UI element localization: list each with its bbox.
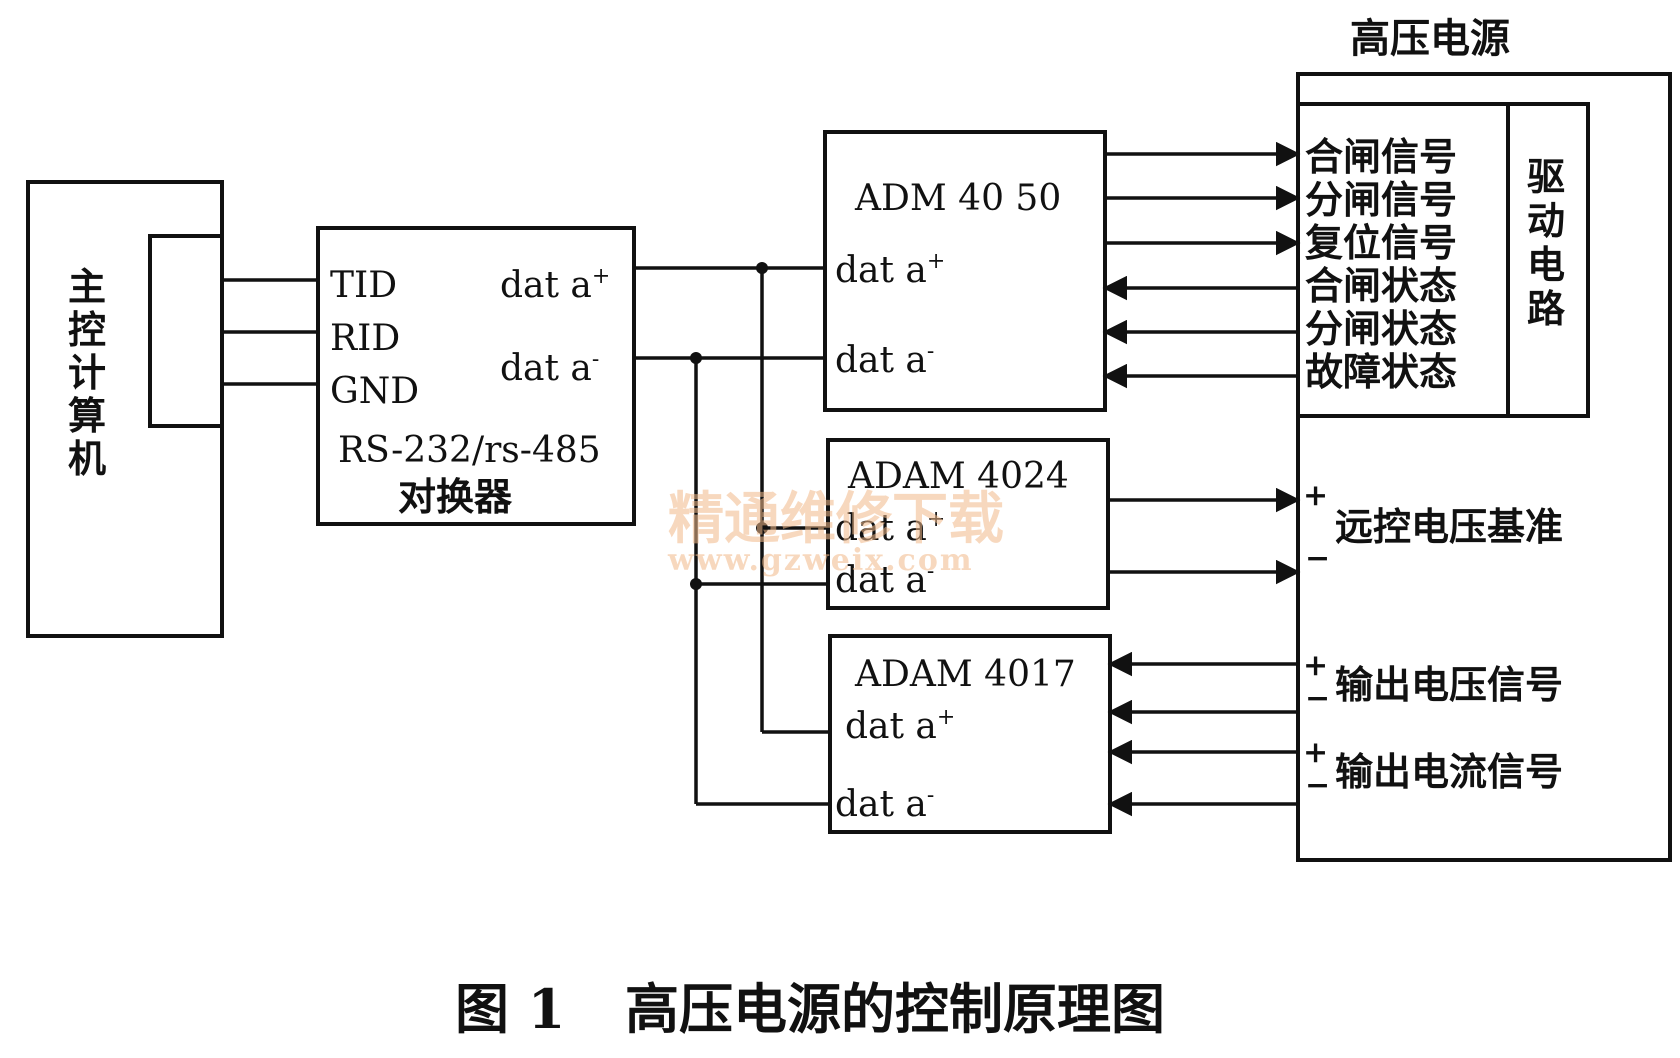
remote-ref-label: 远控电压基准 — [1335, 504, 1563, 549]
converter-data-minus: dat a- — [500, 347, 599, 389]
watermark-url: www.gzweix.com — [667, 543, 974, 578]
module-adm4050-minus-sup: - — [927, 339, 934, 364]
converter-name: RS-232/rs-485 — [338, 430, 601, 471]
signal-close: 合闸信号 — [1305, 134, 1457, 179]
junction-minus-4024 — [690, 578, 702, 590]
module-adam4024-box — [826, 438, 1110, 610]
adam4024-output-arrows — [1108, 487, 1301, 585]
drive-circuit-char-4: 路 — [1527, 286, 1566, 331]
pin-rid: RID — [330, 318, 400, 359]
host-computer-box — [26, 180, 224, 638]
signal-reset: 复位信号 — [1305, 220, 1457, 265]
rs232-rs485-converter: TID RID GND dat a+ dat a- RS-232/rs-485 … — [316, 226, 636, 526]
module-adam4017-data-plus: dat a+ — [845, 705, 955, 747]
module-adam4024-name: ADAM 4024 — [847, 456, 1069, 497]
host-computer: 主 控 计 算 机 — [26, 180, 224, 638]
out-current-minus: − — [1305, 768, 1330, 803]
output-current-label: 输出电流信号 — [1335, 749, 1563, 794]
module-adam4024-data-plus: dat a+ — [835, 507, 945, 549]
module-adm4050: ADM 40 50 dat a+ dat a- — [823, 130, 1107, 412]
drive-circuit-box — [1506, 102, 1590, 418]
module-adam4024: ADAM 4024 dat a+ dat a- — [826, 438, 1110, 610]
pin-gnd: GND — [330, 371, 419, 412]
drive-circuit-char-3: 电 — [1527, 242, 1565, 287]
module-adam4024-data-minus: dat a- — [835, 559, 934, 601]
out-voltage-plus: + — [1303, 648, 1328, 683]
status-opened: 分闸状态 — [1305, 306, 1457, 351]
host-serial-wires — [222, 278, 318, 386]
status-closed: 合闸状态 — [1305, 263, 1457, 308]
module-adam4024-minus-sup: - — [927, 559, 934, 584]
module-adam4017-plus-sup: + — [937, 705, 955, 730]
remote-ref-minus: − — [1305, 541, 1330, 576]
drive-circuit-char-1: 驱 — [1527, 154, 1565, 199]
adm4050-signal-arrows — [1102, 141, 1301, 389]
module-adm4050-plus-sup: + — [927, 249, 945, 274]
converter-name-cn: 对换器 — [398, 474, 513, 519]
watermark-text: 精通维修下载 — [668, 486, 1004, 552]
module-adm4050-data-minus: dat a- — [835, 339, 934, 381]
caption-title: 高压电源的控制原理图 — [625, 977, 1165, 1041]
converter-data-minus-sup: - — [592, 347, 599, 372]
host-char-1: 主 — [68, 264, 106, 309]
signal-open: 分闸信号 — [1305, 177, 1457, 222]
converter-data-minus-label: dat a — [500, 348, 592, 389]
power-supply-box — [1296, 72, 1672, 862]
module-adam4017-plus-label: dat a — [845, 706, 937, 747]
rs485-bus — [634, 262, 830, 806]
module-adm4050-plus-label: dat a — [835, 250, 927, 291]
host-computer-label: 主 控 计 算 机 — [68, 264, 106, 481]
module-adam4024-minus-label: dat a — [835, 560, 927, 601]
host-char-3: 计 — [68, 350, 106, 395]
module-adam4017-name: ADAM 4017 — [854, 654, 1076, 695]
converter-data-plus-sup: + — [592, 264, 610, 289]
adam4017-input-arrows — [1107, 651, 1298, 817]
host-char-4: 算 — [68, 393, 106, 438]
drive-circuit-char-2: 动 — [1527, 198, 1565, 243]
host-char-2: 控 — [68, 307, 106, 352]
module-adm4050-name: ADM 40 50 — [854, 178, 1061, 219]
high-voltage-power-supply: 高压电源 驱 动 电 路 合闸信号 分闸信号 复位信号 合闸状态 分闸状态 故障… — [1296, 15, 1672, 862]
host-char-5: 机 — [68, 436, 106, 481]
out-voltage-minus: − — [1305, 681, 1330, 716]
junction-minus — [690, 352, 702, 364]
out-current-plus: + — [1303, 735, 1328, 770]
output-voltage-label: 输出电压信号 — [1335, 662, 1563, 707]
module-adam4017: ADAM 4017 dat a+ dat a- — [828, 634, 1112, 834]
status-fault: 故障状态 — [1305, 349, 1457, 394]
power-supply-title: 高压电源 — [1350, 15, 1510, 62]
module-adm4050-box — [823, 130, 1107, 412]
watermark: 精通维修下载 www.gzweix.com — [667, 486, 1004, 578]
module-adam4017-box — [828, 634, 1112, 834]
converter-box — [316, 226, 636, 526]
converter-data-plus-label: dat a — [500, 265, 592, 306]
converter-data-plus: dat a+ — [500, 264, 610, 306]
caption-figure: 图 1 — [455, 977, 565, 1041]
figure-caption: 图 1 高压电源的控制原理图 — [455, 977, 1165, 1041]
module-adam4017-minus-label: dat a — [835, 784, 927, 825]
pin-tid: TID — [330, 265, 397, 306]
junction-plus-4024 — [756, 522, 768, 534]
module-adam4017-data-minus: dat a- — [835, 783, 934, 825]
module-adam4024-plus-label: dat a — [835, 508, 927, 549]
module-adam4024-plus-sup: + — [927, 507, 945, 532]
module-adm4050-data-plus: dat a+ — [835, 249, 945, 291]
junction-plus — [756, 262, 768, 274]
module-adm4050-minus-label: dat a — [835, 340, 927, 381]
serial-port — [148, 234, 224, 428]
remote-ref-plus: + — [1303, 478, 1328, 513]
module-adam4017-minus-sup: - — [927, 783, 934, 808]
drive-circuit-label: 驱 动 电 路 — [1527, 154, 1566, 331]
